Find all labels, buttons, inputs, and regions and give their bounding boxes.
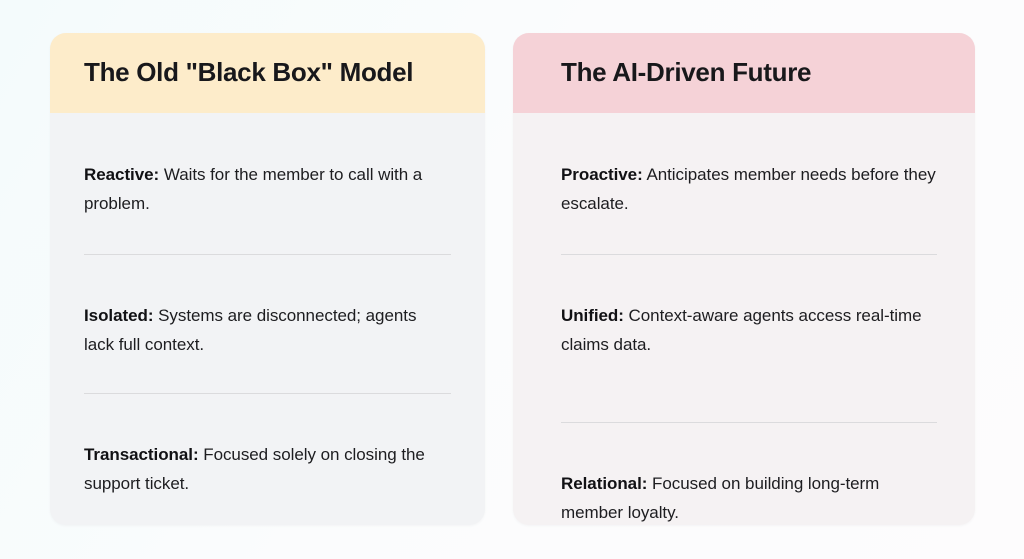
item-divider [561, 254, 937, 255]
item-term: Unified: [561, 306, 624, 325]
item-description: Waits for the member to call with a prob… [84, 165, 423, 213]
list-item: Transactional: Focused solely on closing… [84, 411, 451, 498]
card-title-left: The Old "Black Box" Model [84, 57, 414, 88]
item-description: Systems are disconnected; agents lack fu… [84, 306, 417, 354]
item-term: Isolated: [84, 306, 154, 325]
item-term: Transactional: [84, 445, 199, 464]
card-header-right: The AI-Driven Future [513, 33, 975, 113]
item-description: Context-aware agents access real-time cl… [561, 306, 922, 354]
list-item: Isolated: Systems are disconnected; agen… [84, 272, 451, 359]
card-body-right: Proactive: Anticipates member needs befo… [513, 113, 975, 525]
item-term: Reactive: [84, 165, 160, 184]
card-header-left: The Old "Black Box" Model [50, 33, 485, 113]
item-term: Proactive: [561, 165, 643, 184]
item-description: Anticipates member needs before they esc… [561, 165, 936, 213]
list-item: Relational: Focused on building long-ter… [561, 440, 937, 525]
card-ai-driven-future: The AI-Driven Future Proactive: Anticipa… [513, 33, 975, 525]
card-old-black-box-model: The Old "Black Box" Model Reactive: Wait… [50, 33, 485, 525]
card-body-left: Reactive: Waits for the member to call w… [50, 113, 485, 498]
item-divider [84, 393, 451, 394]
card-title-right: The AI-Driven Future [561, 57, 812, 88]
list-item: Reactive: Waits for the member to call w… [84, 160, 451, 221]
list-item: Proactive: Anticipates member needs befo… [561, 160, 937, 221]
item-divider [84, 254, 451, 255]
item-term: Relational: [561, 474, 648, 493]
list-item: Unified: Context-aware agents access rea… [561, 272, 937, 359]
item-divider [561, 422, 937, 423]
item-description: Focused on building long-term member loy… [561, 474, 880, 522]
item-description: Focused solely on closing the support ti… [84, 445, 425, 493]
